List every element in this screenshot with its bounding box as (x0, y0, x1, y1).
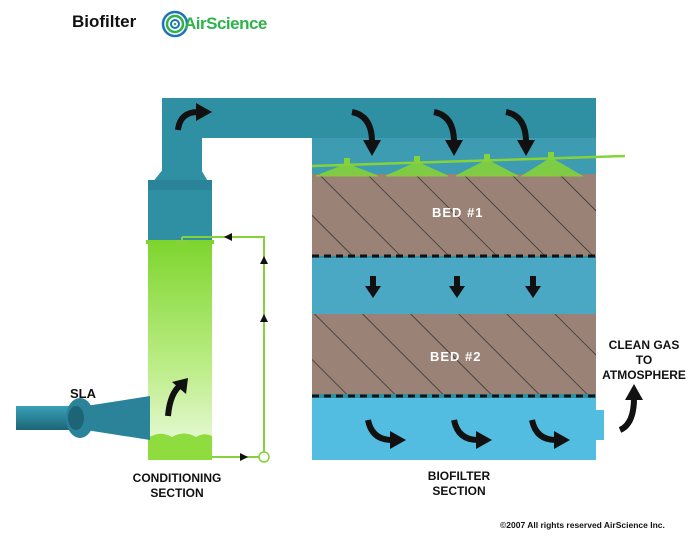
spray-nozzle-icon (520, 152, 584, 177)
down-arrow-icon (525, 276, 541, 298)
curved-flow-arrow-icon (451, 419, 492, 449)
biofilter-section-label: BIOFILTER SECTION (427, 469, 491, 498)
conditioning-section-label: CONDITIONING SECTION (132, 471, 222, 500)
curved-flow-arrow-icon (351, 109, 381, 156)
curved-flow-arrow-icon (618, 384, 643, 433)
conditioning-tower (146, 168, 214, 460)
spray-nozzle-icon (455, 154, 519, 177)
spray-nozzle-icon (176, 240, 188, 245)
curved-flow-arrow-icon (175, 103, 212, 131)
pump-icon (258, 451, 270, 463)
down-arrow-icon (449, 276, 465, 298)
sla-label: SLA (70, 386, 96, 401)
outlet-stub (596, 410, 604, 440)
curved-flow-arrow-icon (505, 109, 535, 156)
spray-header (311, 154, 626, 168)
bed-2-media (312, 314, 596, 394)
flow-arrows (165, 103, 643, 449)
page-title: Biofilter (72, 12, 137, 31)
spray-nozzle-icon (385, 156, 449, 177)
recirculation-arrows (224, 233, 268, 461)
curved-flow-arrow-icon (433, 109, 463, 156)
spray-nozzles (315, 152, 584, 177)
sla-inlet-pipe (16, 396, 150, 440)
spray-nozzle-icon (315, 158, 379, 177)
bed-2-label: BED #2 (430, 349, 482, 364)
bed-1-media (312, 174, 596, 256)
clean-gas-label: CLEAN GAS TO ATMOSPHERE (602, 338, 686, 382)
curved-flow-arrow-icon (529, 419, 570, 449)
copyright-notice: ©2007 All rights reserved AirScience Inc… (500, 520, 665, 530)
curved-flow-arrow-icon (165, 378, 188, 417)
swirl-logo-icon (161, 10, 189, 38)
logo-text: AirScience (184, 14, 267, 33)
down-arrow-icon (365, 276, 381, 298)
airscience-logo: AirScience (160, 10, 290, 38)
bed-1-label: BED #1 (432, 205, 484, 220)
curved-flow-arrow-icon (365, 419, 406, 449)
